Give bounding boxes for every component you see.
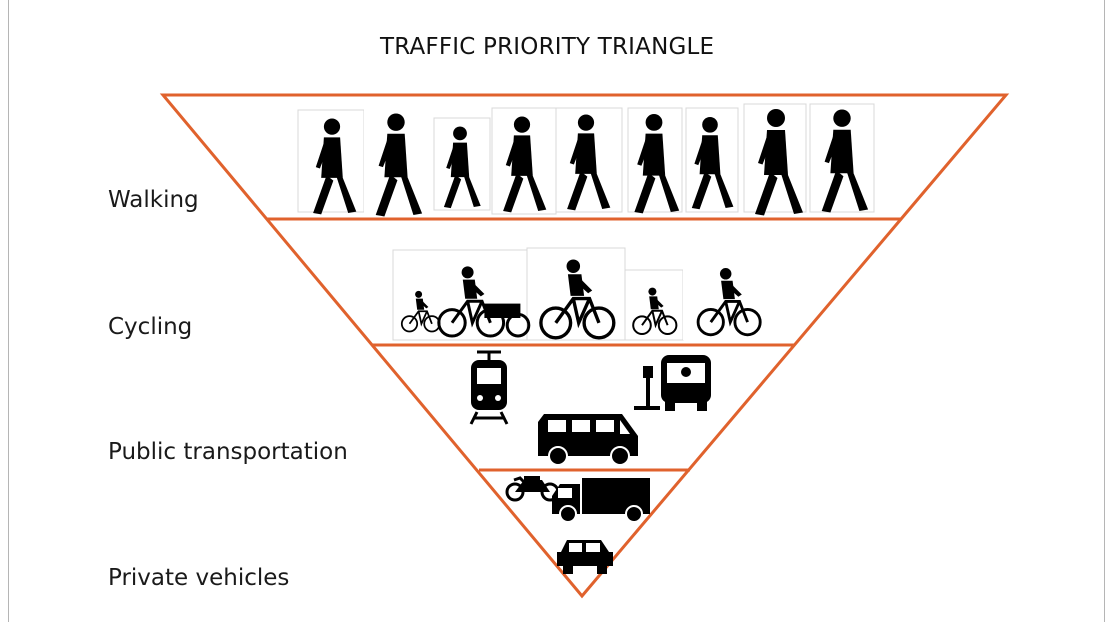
private-vehicle-icons [505, 476, 650, 574]
truck-icon [552, 478, 650, 523]
motorcycle-icon [505, 476, 560, 502]
level-label-walking: Walking [108, 187, 199, 213]
tram-icon [469, 350, 509, 425]
car-icon [557, 540, 613, 574]
walking-silhouettes [297, 103, 875, 217]
slide-frame [8, 0, 1105, 622]
cargo-bike-icon [437, 264, 531, 338]
van-icon [538, 414, 638, 466]
bus-stop-icon [634, 366, 660, 410]
diagram-title: TRAFFIC PRIORITY TRIANGLE [380, 34, 715, 60]
level-label-cycling: Cycling [108, 314, 193, 340]
level-label-private-vehicles: Private vehicles [108, 565, 290, 591]
triangle-outline [159, 93, 1010, 599]
bus-icon [661, 355, 711, 411]
cycling-silhouettes [392, 244, 773, 341]
level-label-public-transportation: Public transportation [108, 439, 348, 465]
public-transport-icons [469, 350, 711, 466]
